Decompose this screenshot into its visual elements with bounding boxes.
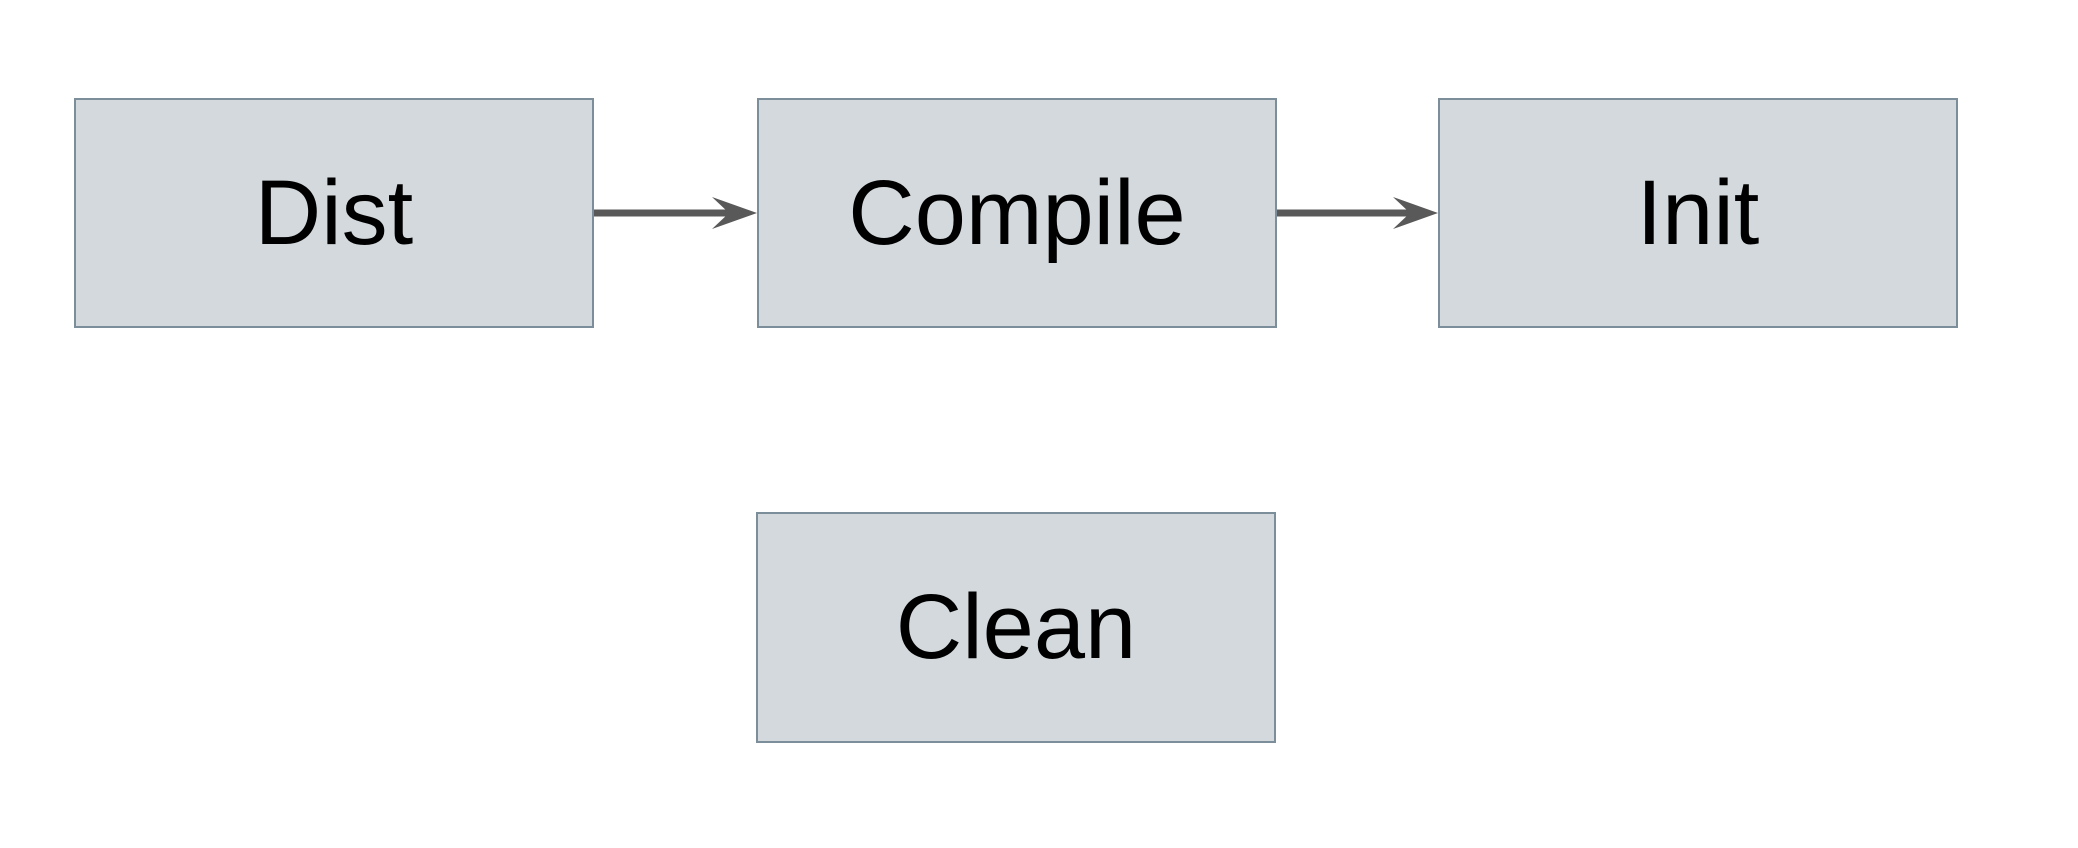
arrow-dist-to-compile: [594, 197, 757, 229]
node-label: Init: [1636, 161, 1760, 264]
arrowhead-icon: [1393, 197, 1438, 229]
node-label: Dist: [254, 161, 414, 264]
node-label: Compile: [848, 161, 1186, 264]
node-clean: Clean: [756, 512, 1276, 743]
node-label: Clean: [895, 576, 1137, 678]
node-init: Init: [1438, 98, 1958, 328]
node-dist: Dist: [74, 98, 594, 328]
node-compile: Compile: [757, 98, 1277, 328]
arrowhead-icon: [712, 197, 757, 229]
arrow-compile-to-init: [1275, 197, 1438, 229]
